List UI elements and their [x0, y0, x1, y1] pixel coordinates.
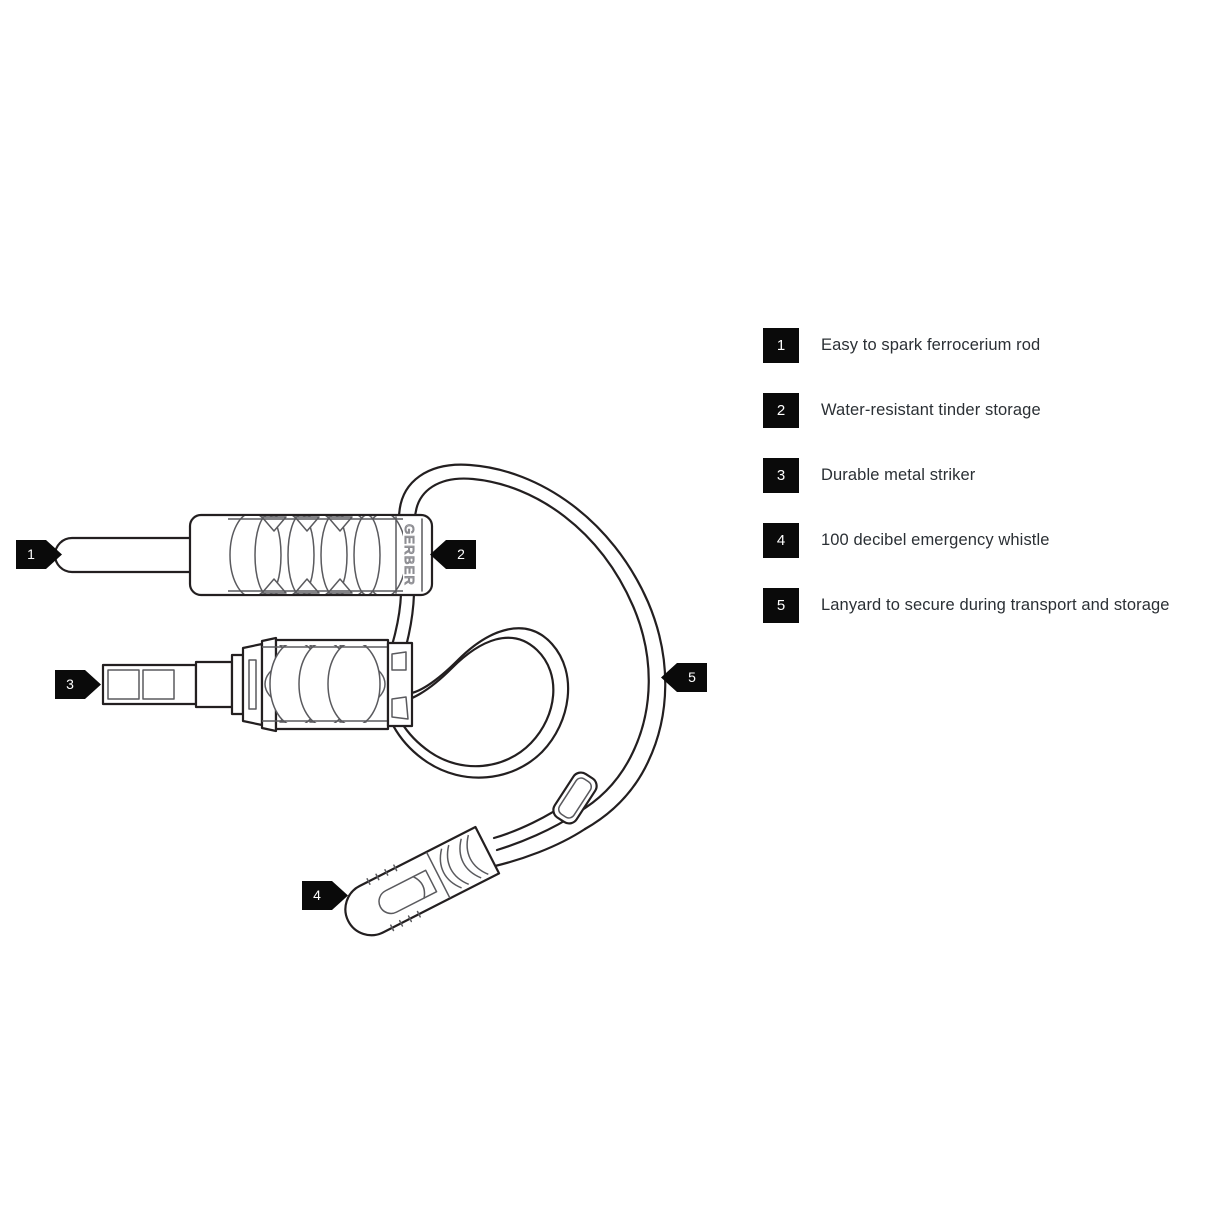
product-illustration: .ln { fill:none; stroke:#231f20; stroke-…	[53, 463, 667, 937]
legend-badge-5: 5	[763, 588, 799, 623]
legend-badge-2: 2	[763, 393, 799, 428]
ferro-rod-assembly: GERBER	[53, 513, 434, 597]
tinder-storage-handle: GERBER	[188, 513, 434, 597]
legend-label-5: Lanyard to secure during transport and s…	[821, 596, 1170, 614]
emergency-whistle	[344, 825, 501, 937]
legend-item-3: 3 Durable metal striker	[763, 458, 1203, 493]
legend-label-2: Water-resistant tinder storage	[821, 401, 1041, 419]
callout-marker-3[interactable]: 3	[55, 670, 101, 699]
legend-item-4: 4 100 decibel emergency whistle	[763, 523, 1203, 558]
striker-grip-texture	[262, 645, 387, 723]
legend-badge-3: 3	[763, 458, 799, 493]
feature-legend: 1 Easy to spark ferrocerium rod 2 Water-…	[763, 328, 1203, 653]
legend-badge-4: 4	[763, 523, 799, 558]
legend-item-5: 5 Lanyard to secure during transport and…	[763, 588, 1203, 623]
cord-keeper	[552, 771, 598, 825]
gerber-brand-mark: GERBER	[401, 523, 417, 586]
legend-label-3: Durable metal striker	[821, 466, 976, 484]
legend-label-4: 100 decibel emergency whistle	[821, 531, 1050, 549]
legend-item-1: 1 Easy to spark ferrocerium rod	[763, 328, 1203, 363]
callout-marker-2[interactable]: 2	[430, 540, 476, 569]
callout-marker-4[interactable]: 4	[302, 881, 348, 910]
grip-texture	[228, 516, 403, 594]
legend-badge-1: 1	[763, 328, 799, 363]
metal-striker	[101, 636, 414, 733]
ferrocerium-rod	[53, 536, 198, 574]
callout-marker-5[interactable]: 5	[661, 663, 707, 692]
legend-label-1: Easy to spark ferrocerium rod	[821, 336, 1041, 354]
svg-text:GERBER: GERBER	[402, 524, 417, 586]
legend-item-2: 2 Water-resistant tinder storage	[763, 393, 1203, 428]
callout-marker-1[interactable]: 1	[16, 540, 62, 569]
